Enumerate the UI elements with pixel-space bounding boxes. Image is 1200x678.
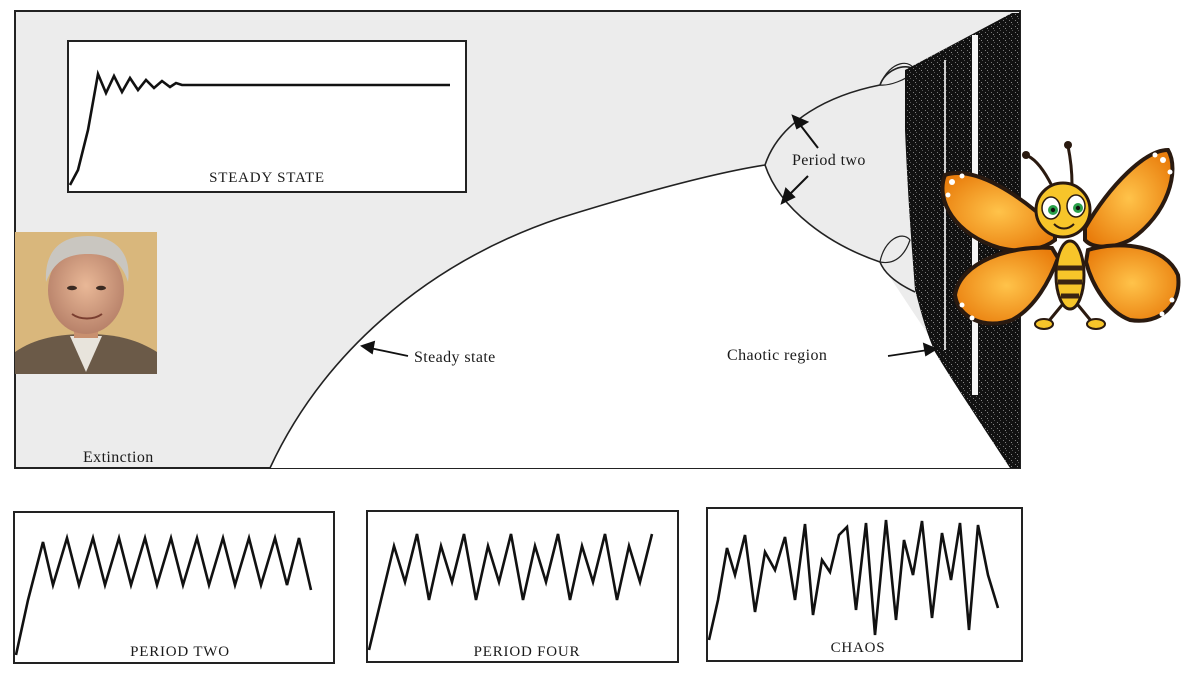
butterfly-smile <box>1053 223 1075 230</box>
steady-state-caption: STEADY STATE <box>209 170 325 186</box>
steady-state-label: Steady state <box>414 349 496 366</box>
chaos-inset: CHAOS <box>706 507 1023 662</box>
butterfly-antenna-tip-left <box>1022 151 1030 159</box>
butterfly-cartoon <box>940 141 1181 330</box>
period-four-bulb-lower <box>879 235 911 264</box>
butterfly-foot-right <box>1086 318 1106 330</box>
period-two-frame <box>13 511 335 664</box>
period-four-trace <box>367 533 654 651</box>
butterfly-lower-right-wing <box>1083 243 1181 323</box>
chaotic-region-arrow <box>887 342 938 357</box>
period-four-frame <box>366 510 679 663</box>
steady-state-frame <box>67 40 467 193</box>
steady-state-inset: STEADY STATE <box>67 40 467 193</box>
stable-region <box>270 165 1020 468</box>
butterfly-pupil-dot-right <box>1075 205 1081 211</box>
butterfly-pupil-dot-left <box>1050 207 1056 213</box>
butterfly-legs <box>1046 304 1094 323</box>
period-two-upper-branch <box>764 66 916 166</box>
butterfly-upper-right-wing <box>1083 147 1175 249</box>
portrait-shirt <box>70 336 102 372</box>
portrait-photo <box>15 232 157 374</box>
portrait-mouth <box>71 313 103 320</box>
period-four-caption: PERIOD FOUR <box>474 644 581 660</box>
chaotic-region <box>905 13 1020 468</box>
steady-state-trace <box>68 69 450 186</box>
steady-state-arrow <box>360 340 409 357</box>
extinction-label: Extinction <box>83 449 154 466</box>
main-diagram: Period two Steady state Chaotic region E… <box>14 10 1021 469</box>
butterfly-body-stripes <box>1057 265 1083 299</box>
portrait-eye-left <box>67 285 77 291</box>
period-two-inset: PERIOD TWO <box>13 511 335 664</box>
butterfly-antennae <box>1027 145 1074 187</box>
period-two-trace <box>14 533 313 656</box>
chaos-caption: CHAOS <box>831 640 886 656</box>
butterfly-wing-spots <box>945 152 1175 321</box>
period-two-lower-branch <box>764 164 916 293</box>
butterfly-foot-left <box>1034 318 1054 330</box>
portrait-hair <box>45 236 129 282</box>
period-two-arrows <box>780 114 819 205</box>
portrait-face <box>48 246 124 334</box>
butterfly-antenna-tip-right <box>1064 141 1072 149</box>
steady-state-curve <box>269 164 766 469</box>
butterfly-body <box>1054 239 1086 311</box>
period-two-caption: PERIOD TWO <box>130 644 230 660</box>
chaotic-region-label: Chaotic region <box>727 347 827 364</box>
chaos-trace <box>707 519 1000 641</box>
period-two-label: Period two <box>792 152 866 169</box>
period-four-inset: PERIOD FOUR <box>366 510 679 663</box>
portrait-eye-right <box>96 285 106 291</box>
